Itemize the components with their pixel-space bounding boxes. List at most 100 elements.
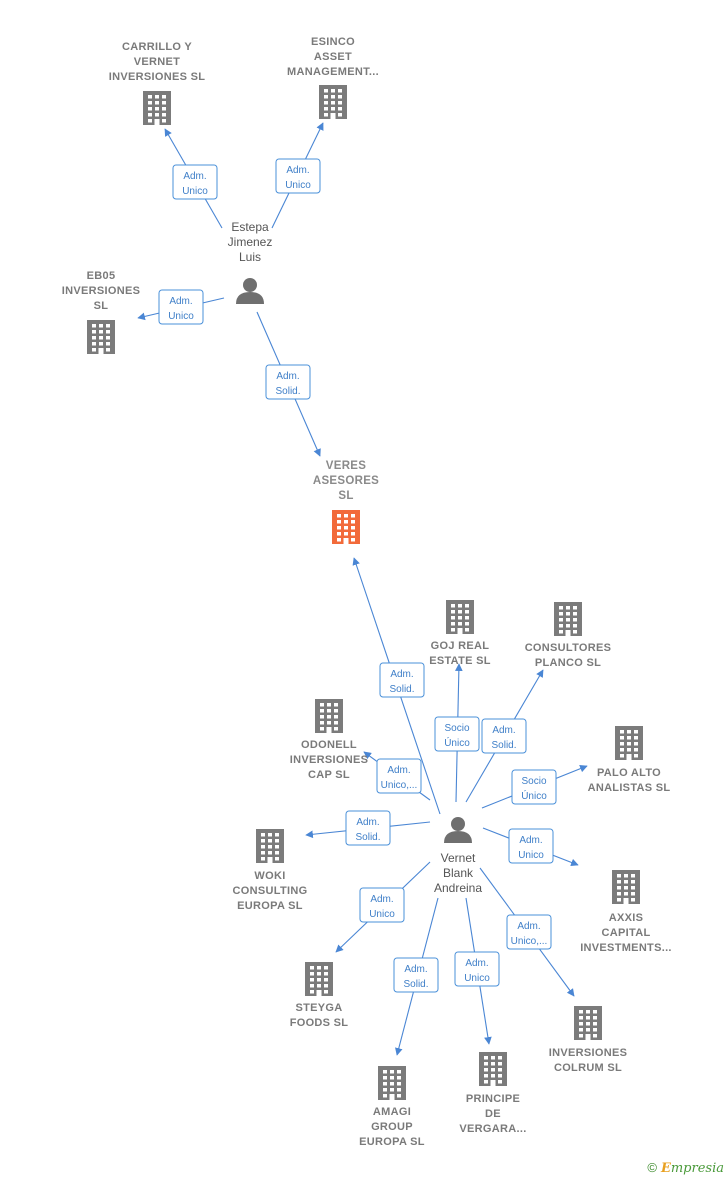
- person-name: Luis: [239, 250, 261, 264]
- edge-label-vernet-amagi[interactable]: Adm. Solid.: [393, 957, 439, 993]
- company-name: CARRILLO Y: [122, 41, 192, 53]
- company-name: CONSULTORES: [525, 642, 612, 654]
- company-name: GROUP: [371, 1121, 413, 1133]
- building-icon[interactable]: [256, 829, 284, 863]
- edge-label-vernet-woki[interactable]: Adm. Solid.: [345, 810, 391, 846]
- edge-label-line: Unico: [285, 180, 311, 191]
- edge-label-line: Adm.: [519, 835, 542, 846]
- edge-label-line: Adm.: [169, 296, 192, 307]
- main-company-name: SL: [338, 490, 353, 502]
- company-name: INVERSIONES SL: [109, 71, 206, 83]
- edge-label-estepa-eb05[interactable]: Adm. Unico: [158, 289, 204, 325]
- company-name: CAP SL: [308, 769, 350, 781]
- company-name: SL: [94, 300, 109, 312]
- edge-label-line: Unico,...: [511, 936, 548, 947]
- edge-label-line: Solid.: [403, 979, 428, 990]
- person-name: Vernet: [441, 851, 476, 865]
- edge-label-line: Adm.: [492, 725, 515, 736]
- building-icon[interactable]: [612, 870, 640, 904]
- company-name: EB05: [87, 270, 116, 282]
- edge-label-line: Adm.: [517, 921, 540, 932]
- company-name: WOKI: [254, 870, 285, 882]
- main-company-name: VERES: [326, 460, 367, 472]
- edge-label-line: Adm.: [356, 817, 379, 828]
- copyright-icon: ©: [647, 1160, 657, 1175]
- edge-label-line: Adm.: [404, 964, 427, 975]
- company-name: AXXIS: [609, 912, 644, 924]
- building-icon[interactable]: [554, 602, 582, 636]
- company-name: ANALISTAS SL: [588, 782, 671, 794]
- person-icon[interactable]: [236, 278, 264, 304]
- company-name: INVERSIONES: [549, 1047, 628, 1059]
- building-icon[interactable]: [574, 1006, 602, 1040]
- edge-label-line: Socio: [444, 723, 469, 734]
- company-name: PLANCO SL: [535, 657, 601, 669]
- edge-label-vernet-veres[interactable]: Adm. Solid.: [379, 662, 425, 698]
- company-name: CONSULTING: [233, 885, 308, 897]
- edge-label-line: Único: [444, 736, 470, 749]
- edge-label-estepa-carrillo[interactable]: Adm.Unico: [172, 164, 218, 200]
- person-name: Blank: [443, 866, 474, 880]
- brand-footer: ©Empresia: [647, 1160, 724, 1176]
- building-icon[interactable]: [446, 600, 474, 634]
- edge-label-line: Socio: [521, 776, 546, 787]
- building-icon[interactable]: [143, 91, 171, 125]
- company-name: INVERSIONES: [62, 285, 141, 297]
- company-name: EUROPA SL: [359, 1136, 425, 1148]
- edge-label-line: Solid.: [491, 740, 516, 751]
- company-name: GOJ REAL: [431, 640, 490, 652]
- person-name: Jimenez: [228, 235, 273, 249]
- edge-label-vernet-principe[interactable]: Adm. Unico: [454, 951, 500, 987]
- company-name: INVESTMENTS...: [580, 942, 672, 954]
- building-icon[interactable]: [319, 85, 347, 119]
- edge-label-line: Unico: [518, 850, 544, 861]
- building-icon[interactable]: [615, 726, 643, 760]
- edge-label-line: Único: [521, 789, 547, 802]
- edge-label-line: Adm.: [286, 165, 309, 176]
- edge-label-vernet-consultores[interactable]: Adm. Solid.: [481, 718, 527, 754]
- edge-label-vernet-odonell[interactable]: Adm.Unico,...: [376, 758, 422, 794]
- edge-label-line: Solid.: [355, 832, 380, 843]
- edge-label-line: Unico: [464, 973, 490, 984]
- edge-label-line: Adm.: [387, 765, 410, 776]
- company-name: ODONELL: [301, 739, 357, 751]
- building-icon[interactable]: [87, 320, 115, 354]
- brand-initial: E: [660, 1161, 671, 1176]
- edge-label-vernet-colrum[interactable]: Adm. Unico,...: [506, 914, 552, 950]
- edge-label-line: Adm.: [370, 894, 393, 905]
- company-name: PRINCIPE: [466, 1093, 520, 1105]
- company-name: COLRUM SL: [554, 1062, 622, 1074]
- company-name: MANAGEMENT...: [287, 66, 379, 78]
- company-name: EUROPA SL: [237, 900, 303, 912]
- company-name: DE: [485, 1108, 501, 1120]
- edge-label-line: Adm.: [390, 669, 413, 680]
- edge-label-estepa-veres[interactable]: Adm. Solid.: [265, 364, 311, 400]
- building-icon[interactable]: [305, 962, 333, 996]
- company-name: ESINCO: [311, 36, 355, 48]
- building-icon[interactable]: [315, 699, 343, 733]
- edge-label-line: Solid.: [275, 386, 300, 397]
- edge-label-estepa-esinco[interactable]: Adm. Unico: [275, 158, 321, 194]
- edge-label-line: Unico: [369, 909, 395, 920]
- company-name: PALO ALTO: [597, 767, 661, 779]
- person-icon[interactable]: [444, 817, 472, 843]
- edge-label-vernet-steyga[interactable]: Adm. Unico: [359, 887, 405, 923]
- company-name: CAPITAL: [602, 927, 651, 939]
- company-name: FOODS SL: [290, 1017, 349, 1029]
- company-name: VERGARA...: [459, 1123, 526, 1135]
- company-name: ESTATE SL: [429, 655, 491, 667]
- company-name: ASSET: [314, 51, 352, 63]
- building-icon[interactable]: [378, 1066, 406, 1100]
- highlighted-building-icon[interactable]: [332, 510, 360, 544]
- company-name: VERNET: [134, 56, 180, 68]
- building-icon[interactable]: [479, 1052, 507, 1086]
- person-name: Andreina: [434, 881, 482, 895]
- edge-label-line: Adm.: [465, 958, 488, 969]
- edge-label-line: Solid.: [389, 684, 414, 695]
- edge-label-line: Unico: [168, 311, 194, 322]
- edge-label-vernet-axxis[interactable]: Adm. Unico: [508, 828, 554, 864]
- edge-label-line: Adm.: [276, 371, 299, 382]
